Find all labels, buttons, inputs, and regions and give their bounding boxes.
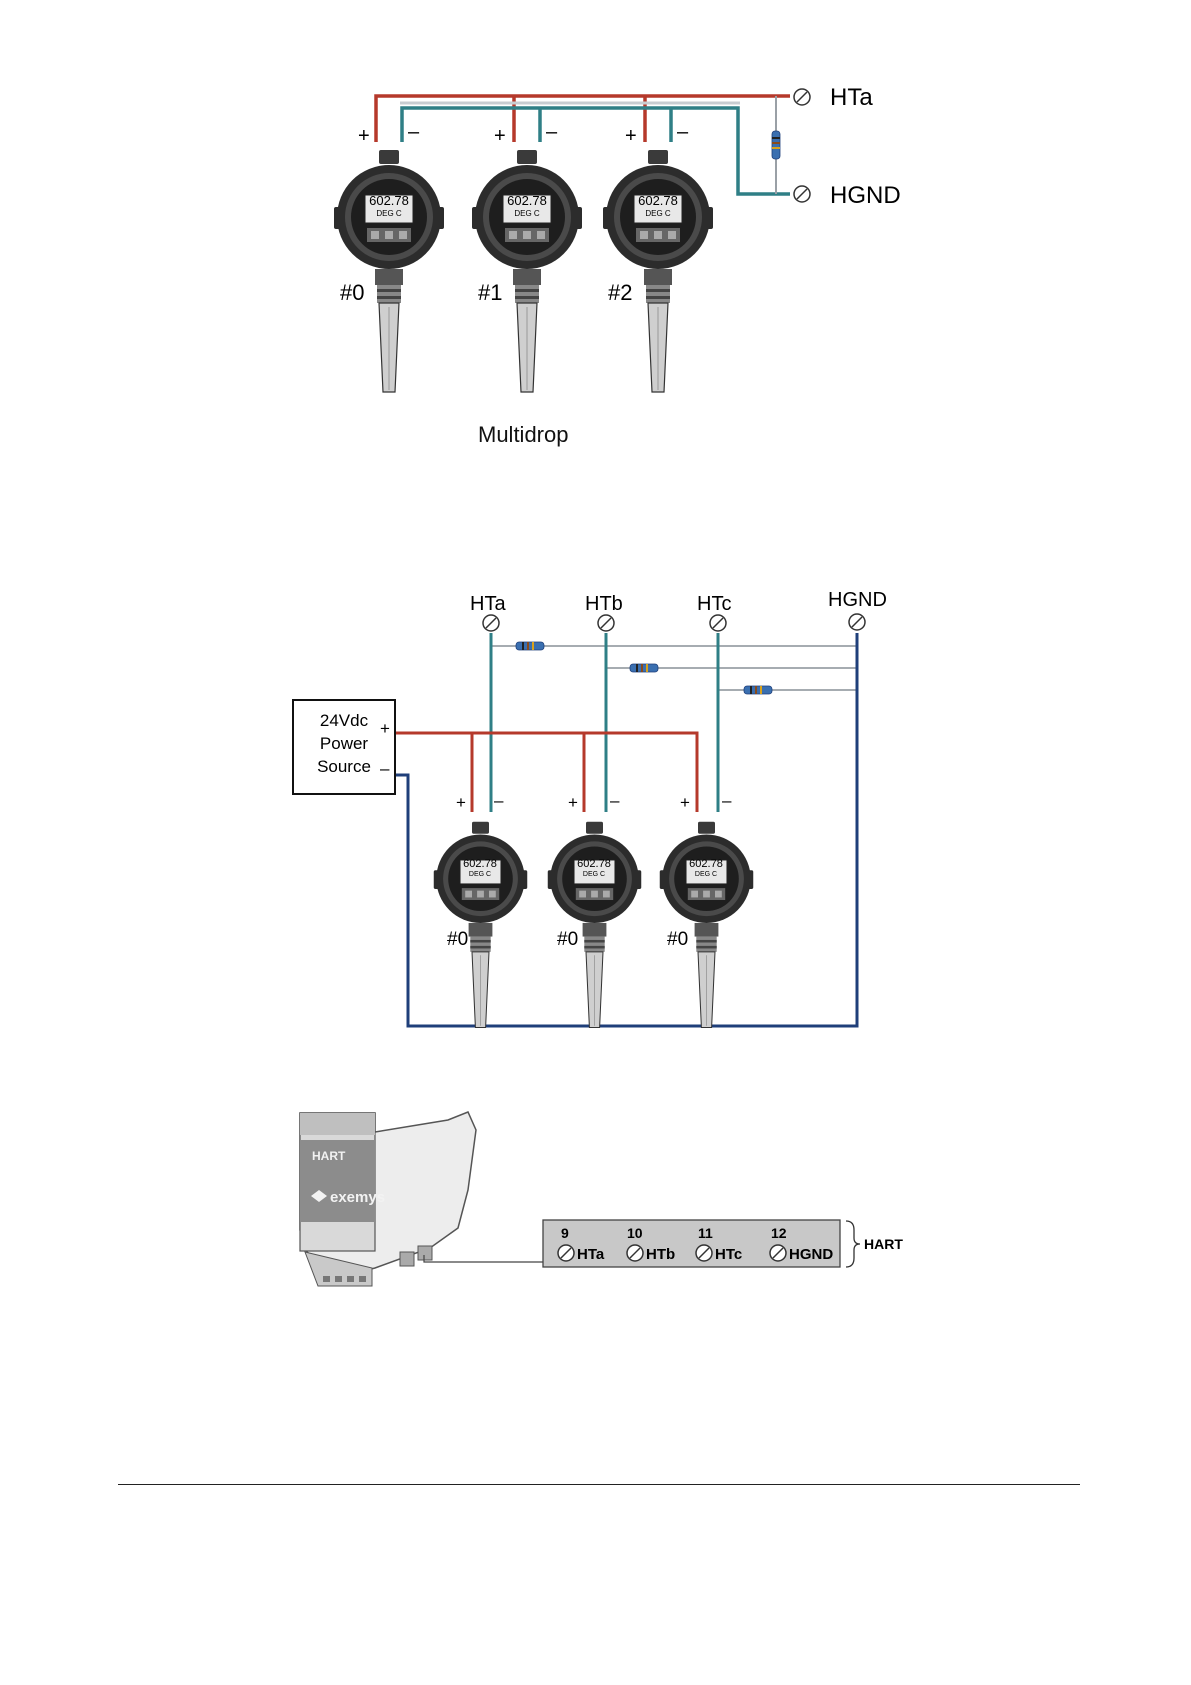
hart-terminal-strip: 9 HTa 10 HTb 11 HTc 12 HGND xyxy=(543,1220,840,1267)
svg-text:+: + xyxy=(680,793,690,812)
fig1-device-1-label: #1 xyxy=(478,280,502,305)
terminal-11-screw-icon xyxy=(696,1245,712,1261)
fig1-teal-wire xyxy=(402,108,790,194)
svg-text:602.78: 602.78 xyxy=(689,858,723,870)
svg-text:+: + xyxy=(568,793,578,812)
svg-text:9: 9 xyxy=(561,1225,569,1241)
svg-text:602.78: 602.78 xyxy=(369,193,409,208)
fig2-htb-screw-icon xyxy=(598,615,614,631)
svg-text:–: – xyxy=(408,121,420,143)
svg-text:exemys: exemys xyxy=(330,1189,385,1206)
svg-text:10: 10 xyxy=(627,1225,643,1241)
svg-text:DEG C: DEG C xyxy=(695,871,717,878)
terminal-12-screw-icon xyxy=(770,1245,786,1261)
svg-text:12: 12 xyxy=(771,1225,787,1241)
svg-text:602.78: 602.78 xyxy=(507,193,547,208)
svg-text:DEG C: DEG C xyxy=(583,871,605,878)
terminal-10-screw-icon xyxy=(627,1245,643,1261)
fig2-terminal-hta: HTa xyxy=(470,593,506,615)
fig1-device-1: 602.78 DEG C #1 + – xyxy=(472,121,582,392)
fig2-device-1-label: #0 xyxy=(557,929,578,950)
fig2-terminal-htc: HTc xyxy=(697,593,731,615)
fig2-hgnd-screw-icon xyxy=(849,614,865,630)
fig1-device-2-label: #2 xyxy=(608,280,632,305)
svg-text:DEG C: DEG C xyxy=(645,209,671,218)
svg-text:+: + xyxy=(494,125,506,147)
fig2-terminal-hgnd: HGND xyxy=(828,589,887,611)
svg-text:DEG C: DEG C xyxy=(469,871,491,878)
hart-module: HART exemys xyxy=(300,1112,476,1286)
hart-connector-label: HART xyxy=(864,1236,903,1252)
svg-text:–: – xyxy=(494,791,504,810)
svg-text:–: – xyxy=(380,759,390,778)
svg-text:–: – xyxy=(677,121,689,143)
svg-text:–: – xyxy=(722,791,732,810)
svg-text:+: + xyxy=(456,793,466,812)
fig1-device-0: 602.78 DEG C #0 + – xyxy=(334,121,444,392)
fig1-terminal-hta: HTa xyxy=(830,84,873,111)
svg-text:–: – xyxy=(610,791,620,810)
svg-text:HTb: HTb xyxy=(646,1246,675,1263)
svg-text:+: + xyxy=(625,125,637,147)
svg-text:+: + xyxy=(358,125,370,147)
figure1-multidrop: HTa HGND 602.78 DEG C #0 + – 602.78 DEG … xyxy=(334,84,901,392)
fig1-device-2: 602.78 DEG C #2 + – xyxy=(603,121,713,392)
svg-text:11: 11 xyxy=(698,1225,713,1241)
svg-text:HTc: HTc xyxy=(715,1246,742,1263)
fig2-hta-screw-icon xyxy=(483,615,499,631)
svg-text:602.78: 602.78 xyxy=(638,193,678,208)
figure1-caption: Multidrop xyxy=(478,422,568,448)
figure2-multichannel: HTa HTb HTc HGND 24Vdc Power Source + xyxy=(293,589,887,1028)
svg-text:24Vdc: 24Vdc xyxy=(320,711,369,730)
svg-text:HTa: HTa xyxy=(577,1246,605,1263)
svg-text:Source: Source xyxy=(317,757,371,776)
fig2-terminal-htb: HTb xyxy=(585,593,623,615)
svg-text:DEG C: DEG C xyxy=(376,209,402,218)
fig1-terminal-hgnd: HGND xyxy=(830,182,901,209)
hart-brace xyxy=(846,1221,860,1267)
fig1-hta-screw-icon xyxy=(794,89,810,105)
fig2-htc-screw-icon xyxy=(710,615,726,631)
svg-text:602.78: 602.78 xyxy=(463,858,497,870)
terminal-9-screw-icon xyxy=(558,1245,574,1261)
svg-text:Power: Power xyxy=(320,734,369,753)
fig2-device-0: 602.78 DEG C #0 + – xyxy=(434,791,528,1028)
fig2-device-0-label: #0 xyxy=(447,929,468,950)
fig1-hgnd-screw-icon xyxy=(794,186,810,202)
fig1-device-0-label: #0 xyxy=(340,280,364,305)
svg-text:HGND: HGND xyxy=(789,1246,833,1263)
fig2-device-1: 602.78 DEG C #0 + – xyxy=(548,791,642,1028)
hart-module-label: HART xyxy=(312,1149,346,1163)
fig2-device-2: 602.78 DEG C #0 + – xyxy=(660,791,754,1028)
power-source-box: 24Vdc Power Source + – xyxy=(293,700,395,794)
figure3-hart-terminals: HART exemys 9 HTa 10 xyxy=(300,1112,903,1286)
footer-divider xyxy=(118,1484,1080,1485)
svg-text:+: + xyxy=(380,719,390,738)
fig2-device-2-label: #0 xyxy=(667,929,688,950)
svg-text:602.78: 602.78 xyxy=(577,858,611,870)
svg-text:–: – xyxy=(546,121,558,143)
svg-text:DEG C: DEG C xyxy=(514,209,540,218)
